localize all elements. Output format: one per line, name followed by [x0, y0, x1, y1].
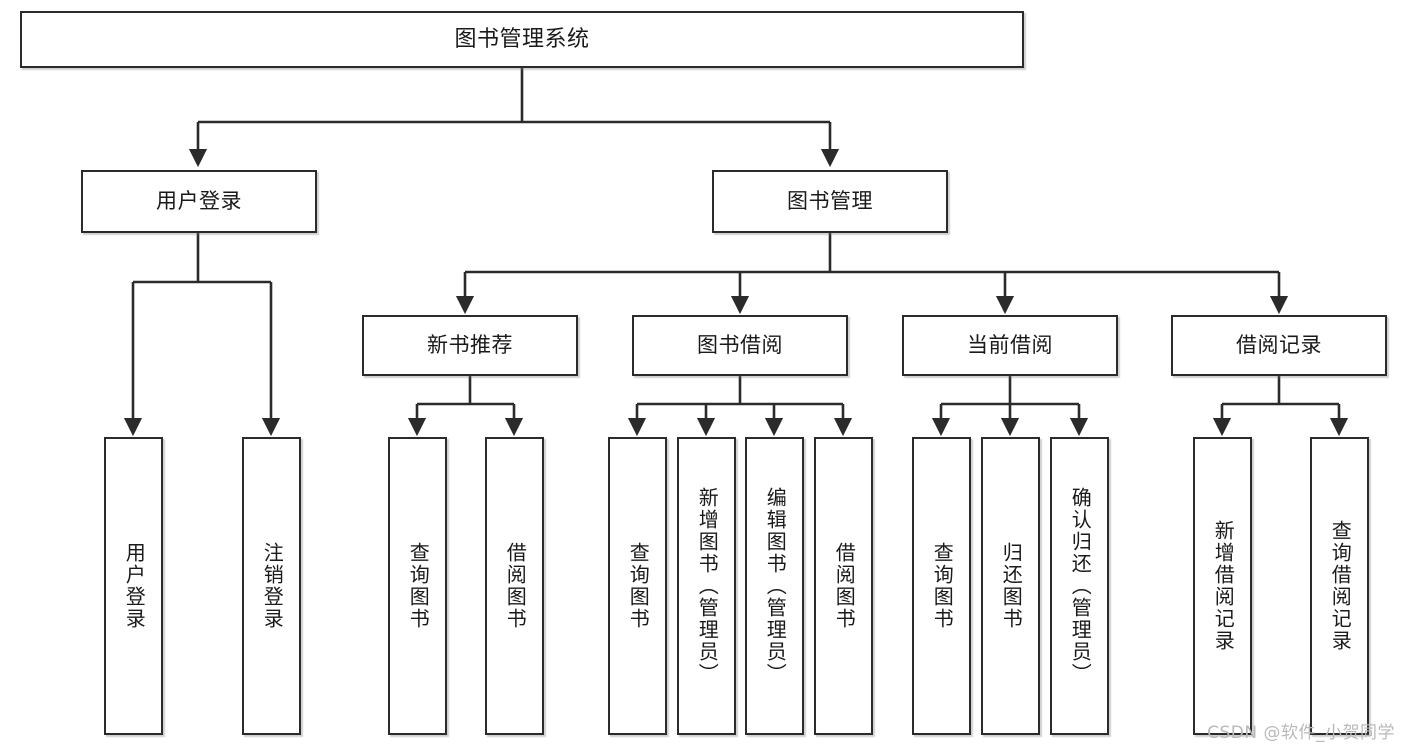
node-leaf-edit-book[interactable]: 编辑图书（管理员） — [745, 437, 804, 735]
node-leaf-return-book-label: 归还图书 — [999, 542, 1024, 630]
node-leaf-add-record-label: 新增借阅记录 — [1211, 520, 1236, 652]
node-leaf-query-record-label: 查询借阅记录 — [1328, 520, 1353, 652]
node-leaf-user-login-label: 用户登录 — [122, 542, 147, 630]
node-book-borrow[interactable]: 图书借阅 — [632, 315, 848, 376]
node-leaf-return-book[interactable]: 归还图书 — [981, 437, 1040, 735]
node-leaf-query-record[interactable]: 查询借阅记录 — [1310, 437, 1369, 735]
node-leaf-borrow-book-2[interactable]: 借阅图书 — [814, 437, 873, 735]
node-leaf-borrow-book-1[interactable]: 借阅图书 — [485, 437, 544, 735]
node-new-book-recommend[interactable]: 新书推荐 — [362, 315, 578, 376]
node-leaf-query-book-2-label: 查询图书 — [626, 542, 651, 630]
node-leaf-add-record[interactable]: 新增借阅记录 — [1193, 437, 1252, 735]
node-leaf-user-login[interactable]: 用户登录 — [104, 437, 163, 735]
node-new-book-recommend-label: 新书推荐 — [427, 333, 513, 358]
node-leaf-add-book-label: 新增图书（管理员） — [695, 487, 720, 685]
node-root-label: 图书管理系统 — [454, 26, 590, 52]
node-book-manage-label: 图书管理 — [787, 189, 873, 214]
node-leaf-logout-login-label: 注销登录 — [260, 542, 285, 630]
node-leaf-query-book-3[interactable]: 查询图书 — [912, 437, 971, 735]
node-borrow-record[interactable]: 借阅记录 — [1171, 315, 1387, 376]
node-user-login-label: 用户登录 — [156, 189, 242, 214]
node-leaf-query-book-1[interactable]: 查询图书 — [388, 437, 447, 735]
node-leaf-query-book-2[interactable]: 查询图书 — [608, 437, 667, 735]
node-leaf-add-book[interactable]: 新增图书（管理员） — [677, 437, 736, 735]
node-borrow-record-label: 借阅记录 — [1236, 333, 1322, 358]
node-user-login[interactable]: 用户登录 — [81, 170, 317, 233]
node-leaf-confirm-return[interactable]: 确认归还（管理员） — [1050, 437, 1109, 735]
node-leaf-confirm-return-label: 确认归还（管理员） — [1068, 487, 1093, 685]
node-leaf-edit-book-label: 编辑图书（管理员） — [763, 487, 788, 685]
node-root[interactable]: 图书管理系统 — [20, 11, 1024, 68]
node-leaf-borrow-book-1-label: 借阅图书 — [503, 542, 528, 630]
node-leaf-query-book-3-label: 查询图书 — [930, 542, 955, 630]
node-leaf-logout-login[interactable]: 注销登录 — [242, 437, 301, 735]
watermark: CSDN @软件_小贺同学 — [1207, 723, 1395, 743]
node-book-manage[interactable]: 图书管理 — [712, 170, 948, 233]
node-book-borrow-label: 图书借阅 — [697, 333, 783, 358]
node-leaf-borrow-book-2-label: 借阅图书 — [832, 542, 857, 630]
node-leaf-query-book-1-label: 查询图书 — [406, 542, 431, 630]
node-current-borrow[interactable]: 当前借阅 — [902, 315, 1118, 376]
node-current-borrow-label: 当前借阅 — [967, 333, 1053, 358]
